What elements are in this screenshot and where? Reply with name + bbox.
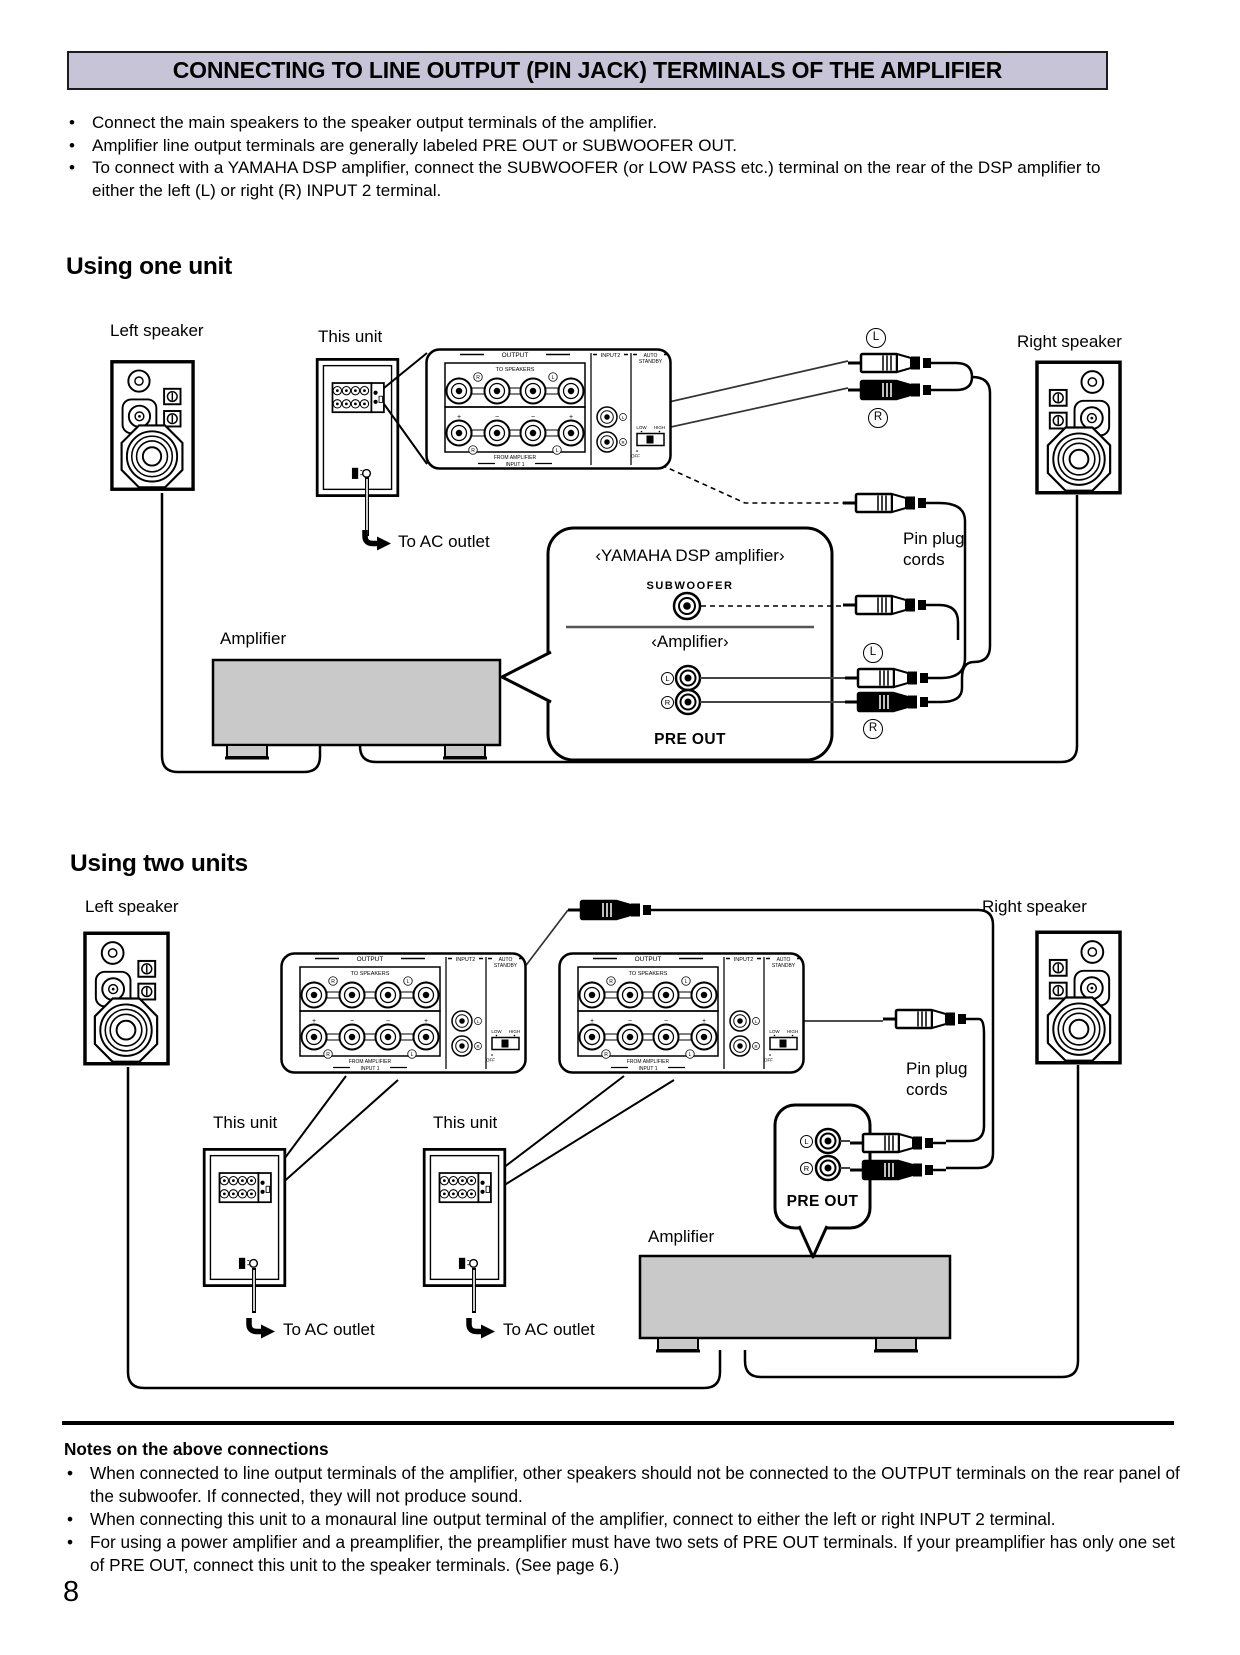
right-speaker-wire: [358, 495, 1079, 764]
pre-out-l-jack-2: [814, 1127, 842, 1155]
page-number: 8: [63, 1576, 80, 1608]
to-ac-outlet-label: To AC outlet: [398, 532, 490, 551]
pin-cord-main: [971, 375, 992, 664]
dsp-amplifier-label: ‹YAMAHA DSP amplifier›: [595, 546, 785, 565]
right-speaker-wire-2: [743, 1065, 1080, 1379]
pin-plug-cords-label-2: Pin plug cords: [906, 1059, 968, 1099]
pin-plug-l: [846, 352, 946, 374]
pre-out-bubble: [500, 526, 845, 762]
pre-out-r-jack-2: [814, 1154, 842, 1182]
pin-plug-preout-l: [843, 667, 943, 689]
intro-bullet: To connect with a YAMAHA DSP amplifier, …: [66, 157, 1118, 202]
this-unit-a-label: This unit: [213, 1113, 278, 1132]
this-unit-a: [202, 1148, 287, 1287]
amplifier-box-2: [638, 1254, 952, 1353]
pre-out-label-2: PRE OUT: [786, 1193, 859, 1210]
intro-bullet: Connect the main speakers to the speaker…: [66, 112, 1118, 135]
amplifier-bracketed-label: ‹Amplifier›: [651, 632, 729, 651]
r-channel-badge: R: [863, 719, 883, 739]
pin-plug-alt-subwoofer: [841, 594, 941, 616]
rear-panel-zoom-b: [558, 952, 805, 1074]
this-unit-b: [422, 1148, 507, 1287]
subwoofer-jack: [672, 591, 702, 621]
pin-cord-r: [664, 908, 995, 1170]
pre-out-r-jack: [674, 688, 702, 716]
divider-rule: [62, 1421, 1174, 1425]
intro-bullet: Amplifier line output terminals are gene…: [66, 135, 1118, 158]
right-speaker-label-2: Right speaker: [982, 897, 1087, 916]
pre-out-l-jack: [674, 664, 702, 692]
note-item: When connecting this unit to a monaural …: [64, 1508, 1182, 1531]
pin-plug-cords-label: Pin plug cords: [903, 529, 965, 569]
l-channel-badge: L: [863, 643, 883, 663]
pin-plug-preout-l-2: [848, 1132, 948, 1154]
this-unit-b-label: This unit: [433, 1113, 498, 1132]
this-unit-label: This unit: [318, 327, 383, 346]
pin-plug-preout-r-2: [848, 1159, 948, 1181]
notes-section: Notes on the above connections When conn…: [64, 1438, 1182, 1577]
note-item: For using a power amplifier and a preamp…: [64, 1531, 1182, 1577]
pin-plug-preout-r: [843, 691, 943, 713]
pin-plug-alt-input2: [841, 492, 941, 514]
pin-plug-l-2: [881, 1008, 981, 1030]
l-channel-badge: L: [866, 328, 886, 348]
pin-plug-r-2: [566, 899, 666, 921]
pin-cord-l: [946, 1017, 986, 1143]
l-jack-badge-2: L: [800, 1135, 813, 1148]
r-jack-badge: R: [661, 696, 674, 709]
amplifier-label: Amplifier: [220, 629, 287, 648]
rear-panel-zoom: [425, 348, 672, 470]
to-ac-outlet-label-a: To AC outlet: [283, 1320, 375, 1339]
pin-plug-r: [846, 379, 946, 401]
this-unit: [315, 358, 400, 497]
page-title: CONNECTING TO LINE OUTPUT (PIN JACK) TER…: [67, 51, 1108, 90]
r-jack-badge-2: R: [800, 1162, 813, 1175]
left-speaker-wire-2: [126, 1067, 722, 1390]
diagram-one-unit: [110, 348, 1122, 774]
left-speaker-label: Left speaker: [110, 321, 204, 340]
left-speaker-wire: [160, 493, 322, 774]
diagram-two-units: [83, 899, 1122, 1390]
section-heading-one-unit: Using one unit: [66, 253, 232, 280]
amplifier-box: [211, 658, 502, 760]
ac-arrow-a: [249, 1318, 275, 1339]
ac-arrow-b: [469, 1318, 495, 1339]
pre-out-bubble-2: [773, 1103, 872, 1259]
left-speaker: [110, 360, 195, 491]
right-speaker-label: Right speaker: [1017, 332, 1122, 351]
notes-heading: Notes on the above connections: [64, 1439, 329, 1459]
pre-out-label: PRE OUT: [654, 731, 726, 748]
l-jack-badge: L: [661, 672, 674, 685]
note-item: When connected to line output terminals …: [64, 1462, 1182, 1508]
dashed-input2-alt: [636, 453, 843, 504]
section-heading-two-units: Using two units: [70, 850, 248, 877]
left-speaker-2: [83, 931, 170, 1066]
right-speaker-2: [1035, 930, 1122, 1065]
rear-panel-zoom-a: [280, 952, 527, 1074]
intro-bullets: Connect the main speakers to the speaker…: [66, 112, 1118, 202]
r-channel-badge: R: [868, 408, 888, 428]
to-ac-outlet-label-b: To AC outlet: [503, 1320, 595, 1339]
subwoofer-label: SUBWOOFER: [646, 580, 734, 592]
right-speaker: [1035, 360, 1122, 495]
amplifier-label-2: Amplifier: [648, 1227, 715, 1246]
left-speaker-label-2: Left speaker: [85, 897, 179, 916]
